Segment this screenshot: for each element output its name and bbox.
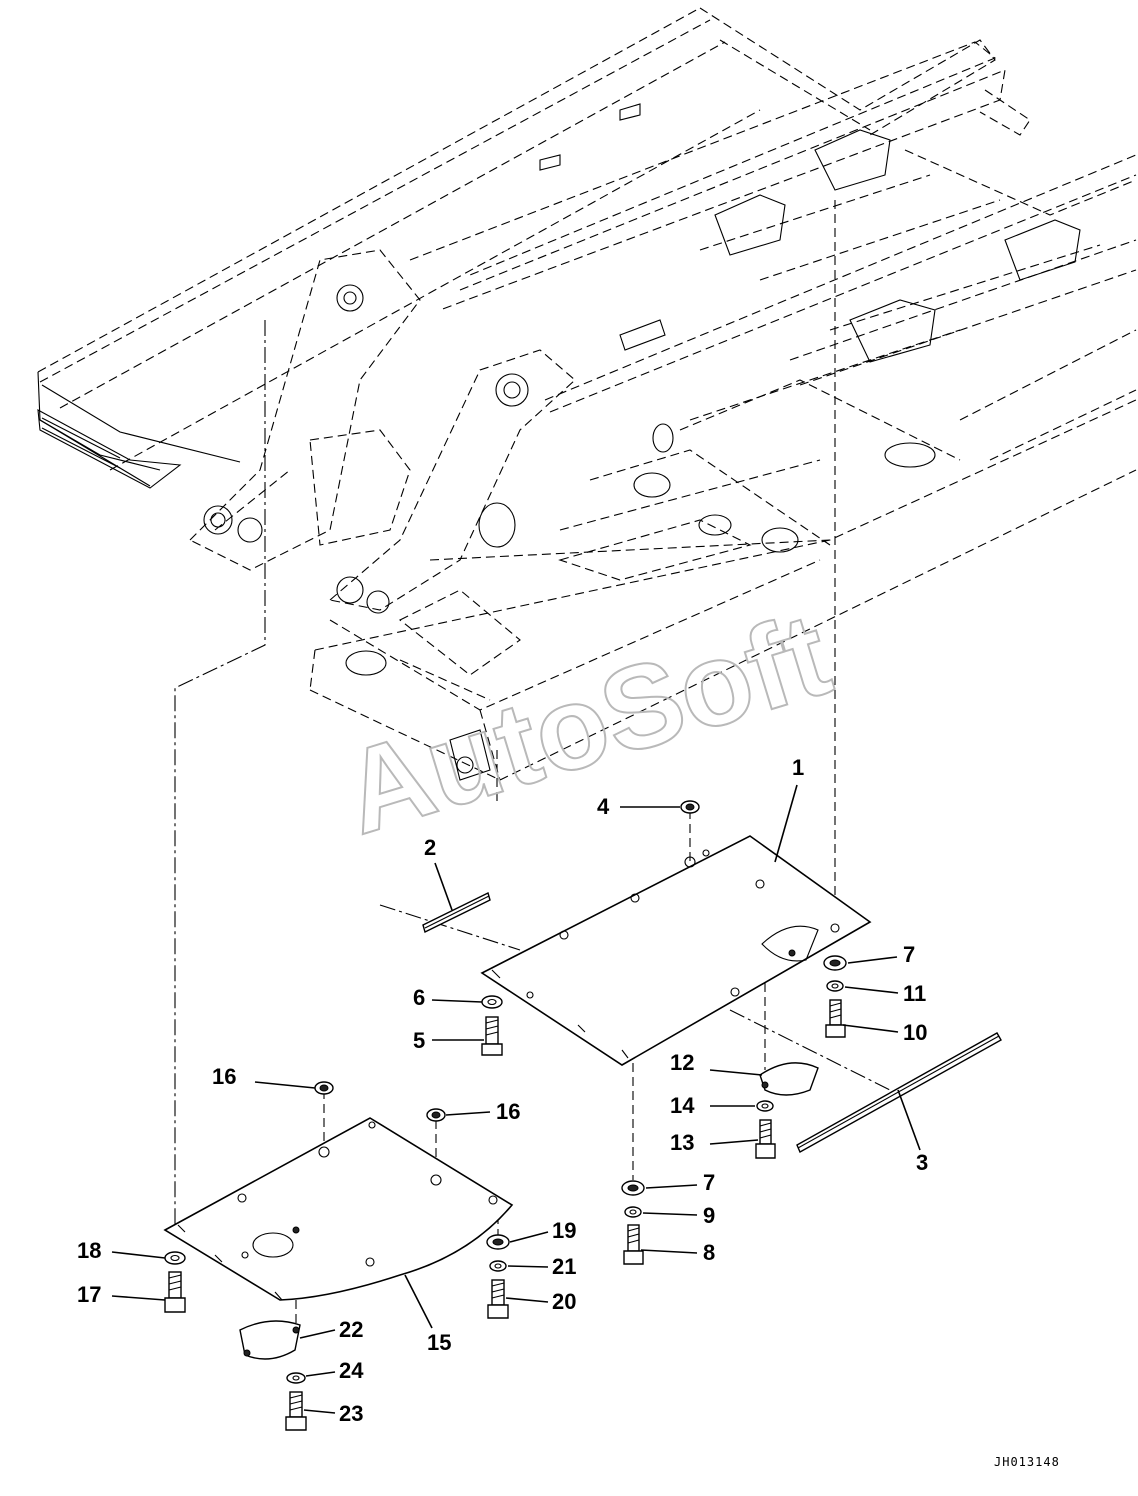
washer-18 <box>164 1251 186 1265</box>
bolt-8 <box>623 1224 644 1265</box>
callout-10: 10 <box>903 1020 927 1045</box>
cover-plate-1 <box>480 835 872 1066</box>
callout-13: 13 <box>670 1130 694 1155</box>
callout-1: 1 <box>792 755 804 780</box>
callout-14: 14 <box>670 1093 695 1118</box>
callout-6: 6 <box>413 985 425 1010</box>
watermark: AutoSoft <box>328 587 845 861</box>
bolt-23 <box>285 1391 307 1431</box>
watermark-text: AutoSoft <box>329 588 844 860</box>
nut-19 <box>486 1234 510 1250</box>
callout-labels: 1 2 3 4 5 6 7 7 8 9 10 11 12 13 14 15 16… <box>77 755 928 1426</box>
callout-12: 12 <box>670 1050 694 1075</box>
callout-8: 8 <box>703 1240 715 1265</box>
bolt-17 <box>164 1271 186 1313</box>
bolt-5 <box>481 1016 503 1056</box>
callout-leaders <box>111 784 921 1414</box>
nut-7-upper <box>823 955 847 971</box>
callout-9: 9 <box>703 1203 715 1228</box>
washer-11 <box>826 980 844 992</box>
callout-5: 5 <box>413 1028 425 1053</box>
cover-plate-15 <box>163 1117 514 1301</box>
callout-22: 22 <box>339 1317 363 1342</box>
nut-16-left <box>314 1081 334 1095</box>
nut-4 <box>680 800 700 814</box>
callout-7-upper: 7 <box>903 942 915 967</box>
callout-16-left: 16 <box>212 1064 236 1089</box>
machine-frame <box>37 7 1137 925</box>
callout-11: 11 <box>903 981 926 1006</box>
washer-14 <box>756 1100 774 1112</box>
callout-19: 19 <box>552 1218 576 1243</box>
callout-7-lower: 7 <box>703 1170 715 1195</box>
bolt-20 <box>487 1279 509 1319</box>
fasteners <box>164 800 847 1431</box>
washer-6 <box>481 995 503 1009</box>
callout-2: 2 <box>424 835 436 860</box>
callout-18: 18 <box>77 1238 101 1263</box>
bolt-10 <box>825 999 846 1038</box>
small-cover-12 <box>759 1062 819 1096</box>
seal-strip-2 <box>422 892 491 933</box>
callout-24: 24 <box>339 1358 364 1383</box>
washer-24 <box>286 1372 306 1384</box>
callout-16-right: 16 <box>496 1099 520 1124</box>
callout-21: 21 <box>552 1254 576 1279</box>
washer-9 <box>624 1206 642 1218</box>
nut-7-lower <box>621 1180 645 1196</box>
bolt-13 <box>755 1119 776 1159</box>
washer-21 <box>489 1260 507 1272</box>
callout-4: 4 <box>597 794 610 819</box>
callout-23: 23 <box>339 1401 363 1426</box>
nut-16-right <box>426 1108 446 1122</box>
drawing-code: JH013148 <box>994 1455 1060 1469</box>
callout-17: 17 <box>77 1282 101 1307</box>
small-cover-22 <box>239 1320 301 1360</box>
callout-3: 3 <box>916 1150 928 1175</box>
callout-15: 15 <box>427 1330 451 1355</box>
callout-20: 20 <box>552 1289 576 1314</box>
